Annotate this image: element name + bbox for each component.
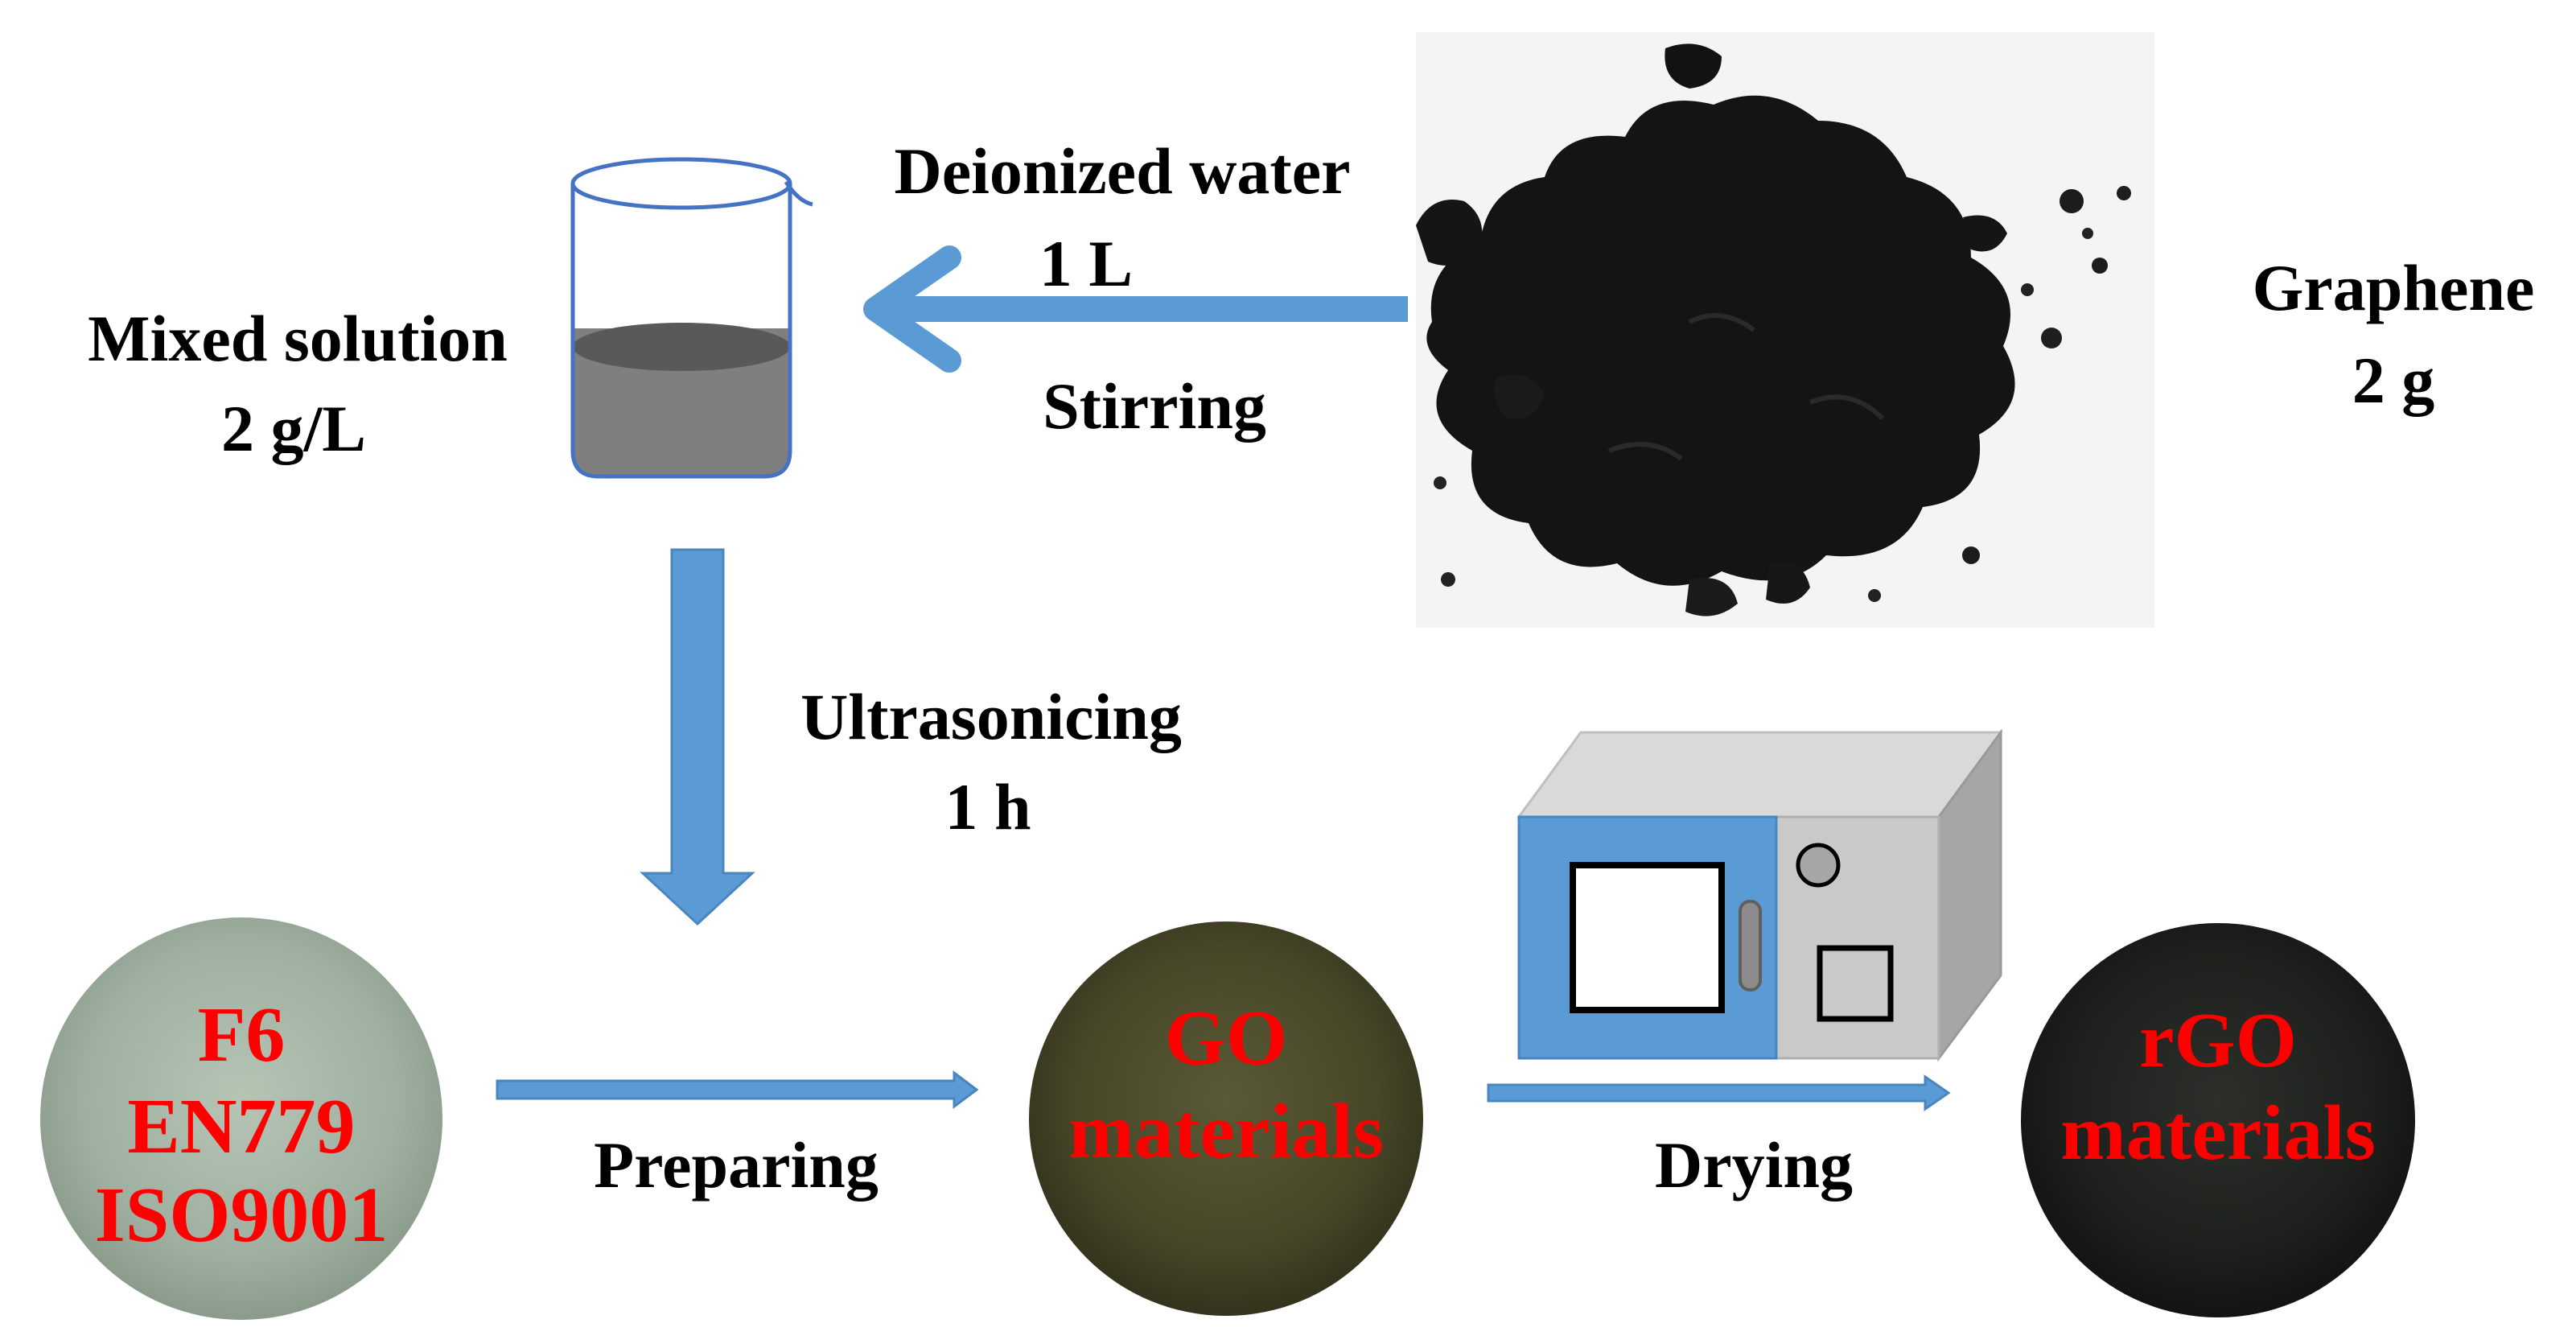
graphene-powder-photo	[1416, 32, 2154, 628]
graphene-mass-label: 2 g	[2352, 344, 2435, 417]
drying-oven-icon	[1516, 728, 2003, 1062]
fabric-label-line1: F6	[198, 992, 286, 1078]
concentration-label: 2 g/L	[221, 392, 366, 465]
stirring-arrow	[863, 245, 1408, 373]
drying-arrow	[1487, 1074, 1951, 1111]
deionized-water-label: Deionized water	[895, 134, 1351, 208]
stirring-label: Stirring	[1043, 369, 1266, 443]
graphene-label: Graphene	[2253, 251, 2535, 324]
fabric-sample: F6 EN779 ISO9001	[40, 917, 442, 1320]
go-label-line1: GO	[1165, 995, 1287, 1082]
preparing-label: Preparing	[594, 1128, 879, 1202]
rgo-label-line2: materials	[2060, 1090, 2376, 1177]
ultrasonicing-arrow	[640, 548, 755, 926]
fabric-label-line3: ISO9001	[95, 1172, 389, 1259]
go-sample: GO materials	[1029, 921, 1423, 1316]
preparing-arrow	[496, 1070, 979, 1109]
go-label-line2: materials	[1068, 1088, 1384, 1175]
drying-label: Drying	[1655, 1128, 1853, 1202]
mixed-solution-label: Mixed solution	[88, 302, 508, 375]
ultrasonicing-label: Ultrasonicing	[800, 680, 1182, 753]
ultrasonic-time-label: 1 h	[944, 770, 1031, 843]
rgo-label-line1: rGO	[2139, 997, 2297, 1084]
beaker-icon	[570, 157, 813, 479]
rgo-sample: rGO materials	[2021, 923, 2415, 1317]
water-volume-label: 1 L	[1039, 227, 1133, 300]
fabric-label-line2: EN779	[127, 1083, 355, 1170]
